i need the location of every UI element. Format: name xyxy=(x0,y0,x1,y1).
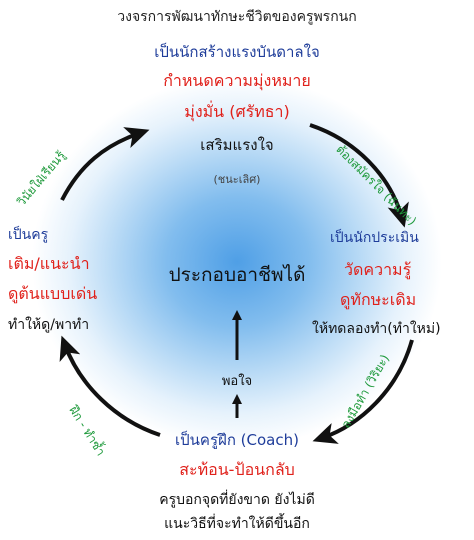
bottom-line1: สะท้อน-ป้อนกลับ xyxy=(179,460,295,479)
right-line1: วัดความรู้ xyxy=(344,260,412,279)
center-goal: ประกอบอาชีพได้ xyxy=(168,264,306,286)
right-line3: ให้ทดลองทำ(ทำใหม่) xyxy=(312,321,441,337)
arc-arrow-top-right xyxy=(309,123,409,228)
bottom-line2: ครูบอกจุดที่ยังขาด ยังไม่ดี xyxy=(159,492,315,508)
bottom-line3: แนะวิธีที่จะทำให้ดีขึ้นอีก xyxy=(164,516,310,532)
top-line1: กำหนดความมุ่งหมาย xyxy=(163,71,311,90)
arc-arrow-bottom-left xyxy=(59,335,161,437)
left-line2: ดูต้นแบบเด่น xyxy=(8,284,98,303)
left-line3: ทำให้ดู/พาทำ xyxy=(8,317,90,333)
left-line1: เติม/แนะนำ xyxy=(8,254,90,273)
right-line2: ดูทักษะเดิม xyxy=(340,290,417,309)
top-line3: เสริมแรงใจ xyxy=(200,136,274,154)
left-role: เป็นครู xyxy=(8,227,49,243)
top-line2: มุ่งมั่น (ศรัทธา) xyxy=(184,102,290,121)
pohjai-label: พอใจ xyxy=(221,374,253,389)
top-note: (ชนะเลิศ) xyxy=(213,173,261,186)
page-title: วงจรการพัฒนาทักษะชีวิตของครูพรกนก xyxy=(117,9,357,25)
arc-arrow-top-left xyxy=(60,127,150,201)
arc-arrow-bottom-right xyxy=(312,339,414,444)
bottom-role: เป็นครูฝึก (Coach) xyxy=(175,431,299,449)
right-role: เป็นนักประเมิน xyxy=(330,230,419,246)
top-role: เป็นนักสร้างแรงบันดาลใจ xyxy=(154,43,320,61)
